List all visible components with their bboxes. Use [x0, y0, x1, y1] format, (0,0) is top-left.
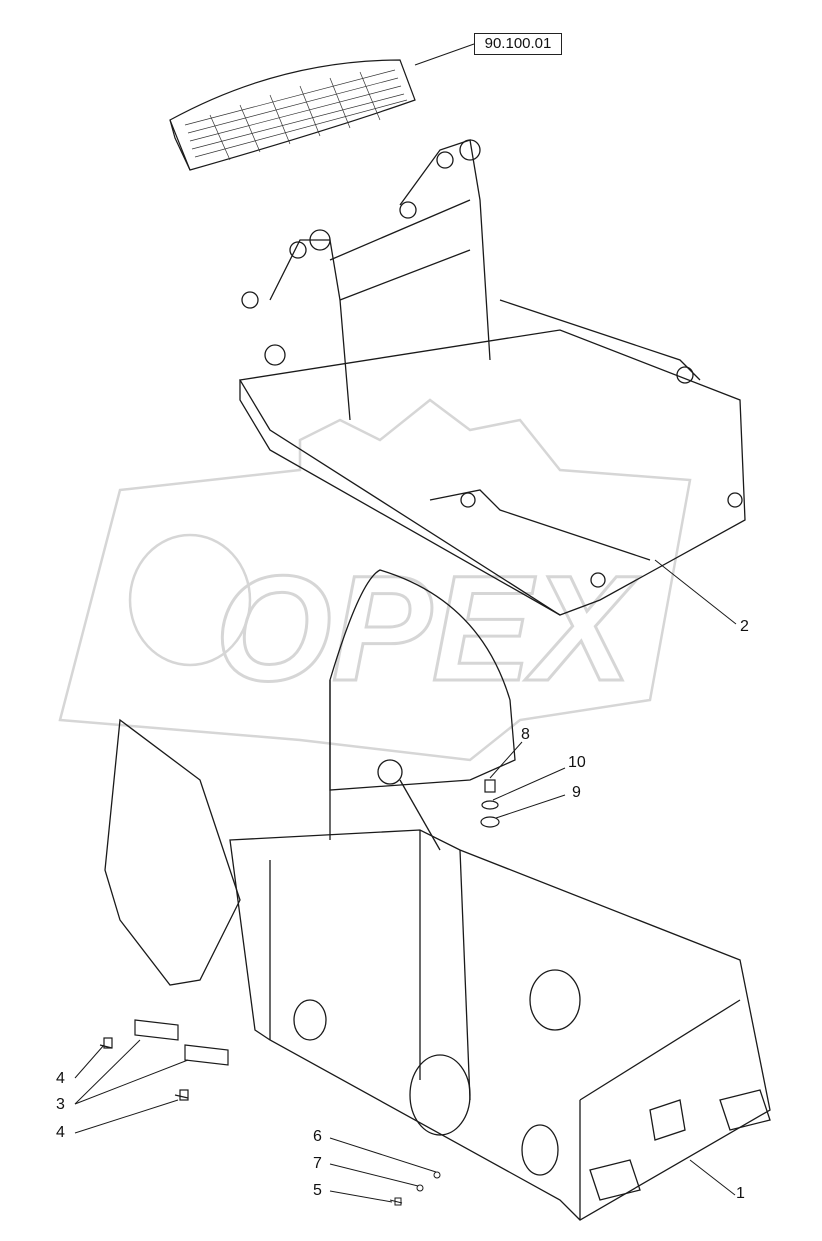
callout-4-lower: 4 — [56, 1124, 65, 1141]
shim-plates-and-bolts — [99, 1019, 229, 1101]
callout-6: 6 — [313, 1128, 322, 1145]
bolt-washer-stack — [480, 779, 500, 828]
main-chassis-part-1 — [229, 680, 771, 1221]
callout-2: 2 — [740, 618, 749, 635]
watermark-text: OPEX — [215, 544, 640, 712]
grille-cover — [169, 59, 416, 171]
small-hardware — [389, 1171, 441, 1206]
callout-10: 10 — [568, 754, 586, 771]
callout-5: 5 — [313, 1182, 322, 1199]
callout-8: 8 — [521, 726, 530, 743]
upper-frame-part-2 — [238, 139, 746, 616]
callout-9: 9 — [572, 784, 581, 801]
reference-code-box[interactable]: 90.100.01 — [474, 33, 562, 55]
rear-shield — [104, 569, 516, 986]
callout-4-upper: 4 — [56, 1070, 65, 1087]
leader-lines — [74, 559, 737, 1203]
opex-watermark: OPEX — [58, 398, 692, 762]
callout-7: 7 — [313, 1155, 322, 1172]
callout-3: 3 — [56, 1096, 65, 1113]
reference-leader — [414, 43, 475, 66]
callout-1: 1 — [736, 1185, 745, 1202]
